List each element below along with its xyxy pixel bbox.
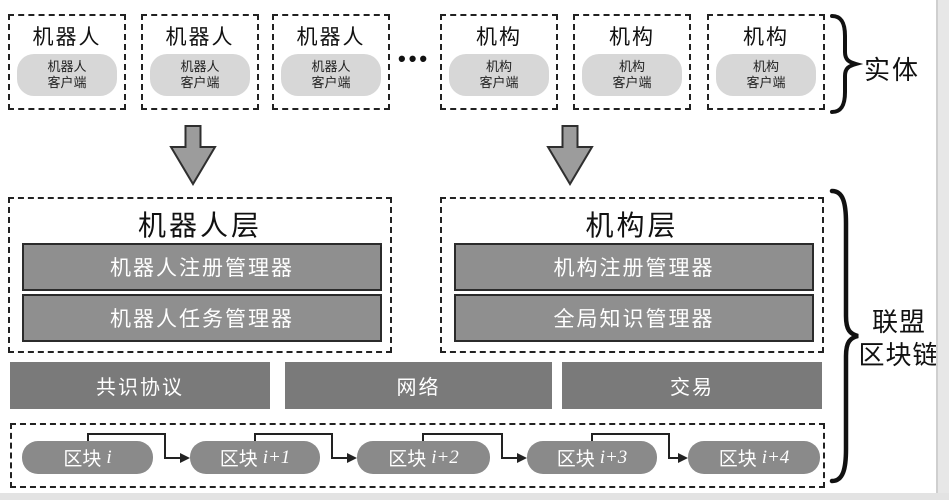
robot-client-pill: 机器人 客户端 <box>150 54 250 96</box>
institution-client-pill: 机构 客户端 <box>716 54 816 96</box>
block-label: 区块 <box>388 449 427 470</box>
entity-title: 机构 <box>476 26 522 49</box>
robot-client-pill: 机器人 客户端 <box>17 54 117 96</box>
institution-layer-box: 机构层 机构注册管理器 全局知识管理器 <box>440 197 824 353</box>
block-label: 区块 <box>718 449 757 470</box>
institution-client-pill: 机构 客户端 <box>582 54 682 96</box>
client-line: 机器人 <box>47 59 87 74</box>
block-index: i+4 <box>761 446 790 468</box>
entity-title: 机构 <box>609 26 655 49</box>
transaction-bar: 交易 <box>562 362 822 409</box>
entity-box-robot-2: 机器人 机器人 客户端 <box>141 14 259 110</box>
down-arrow-institutions-icon <box>546 125 594 186</box>
block-index: i+1 <box>262 446 291 468</box>
network-bar: 网络 <box>285 362 552 409</box>
consortium-brace-label: 联盟 区块链 <box>852 306 946 372</box>
institution-layer-title: 机构层 <box>585 210 679 241</box>
client-line: 机器人 <box>311 59 351 74</box>
block-index: i+2 <box>431 446 459 468</box>
block-index: i <box>106 446 112 468</box>
entity-box-institution-2: 机构 机构 客户端 <box>573 14 691 110</box>
client-line: 机器人 <box>180 59 220 74</box>
entities-brace <box>830 14 864 114</box>
block-label: 区块 <box>556 449 595 470</box>
robot-layer-box: 机器人层 机器人注册管理器 机器人任务管理器 <box>8 197 392 353</box>
client-line: 机构 <box>618 59 645 74</box>
client-line: 机构 <box>485 59 512 74</box>
entities-brace-label: 实体 <box>864 55 921 85</box>
entity-box-institution-1: 机构 机构 客户端 <box>440 14 558 110</box>
institution-client-pill: 机构 客户端 <box>449 54 549 96</box>
robot-register-manager: 机器人注册管理器 <box>22 243 382 291</box>
entity-title: 机构 <box>743 26 789 49</box>
block-label: 区块 <box>219 449 258 470</box>
client-line: 客户端 <box>479 75 519 90</box>
client-line: 客户端 <box>311 75 351 90</box>
robot-client-pill: 机器人 客户端 <box>281 54 381 96</box>
client-line: 客户端 <box>180 75 220 90</box>
consortium-label-line1: 联盟 <box>871 307 926 337</box>
entity-title: 机器人 <box>296 26 366 49</box>
scan-edge-right <box>936 0 949 500</box>
entity-title: 机器人 <box>165 26 235 49</box>
entity-box-institution-3: 机构 机构 客户端 <box>707 14 825 110</box>
blockchain-box <box>10 423 825 488</box>
block-index: i+3 <box>599 446 628 468</box>
entity-title: 机器人 <box>32 26 102 49</box>
consortium-label-line2: 区块链 <box>858 340 940 370</box>
robot-task-manager: 机器人任务管理器 <box>22 294 382 342</box>
global-knowledge-manager: 全局知识管理器 <box>454 294 814 342</box>
client-line: 客户端 <box>746 75 786 90</box>
entity-box-robot-3: 机器人 机器人 客户端 <box>272 14 390 110</box>
client-line: 机构 <box>752 59 779 74</box>
consensus-protocol-bar: 共识协议 <box>10 362 270 409</box>
client-line: 客户端 <box>47 75 87 90</box>
block-label: 区块 <box>63 449 102 470</box>
institution-register-manager: 机构注册管理器 <box>454 243 814 291</box>
ellipsis-dots: ••• <box>398 46 431 71</box>
client-line: 客户端 <box>612 75 652 90</box>
entity-box-robot-1: 机器人 机器人 客户端 <box>8 14 126 110</box>
robot-layer-title: 机器人层 <box>137 210 262 241</box>
down-arrow-robots-icon <box>169 125 217 186</box>
scan-edge-bottom <box>0 493 949 500</box>
